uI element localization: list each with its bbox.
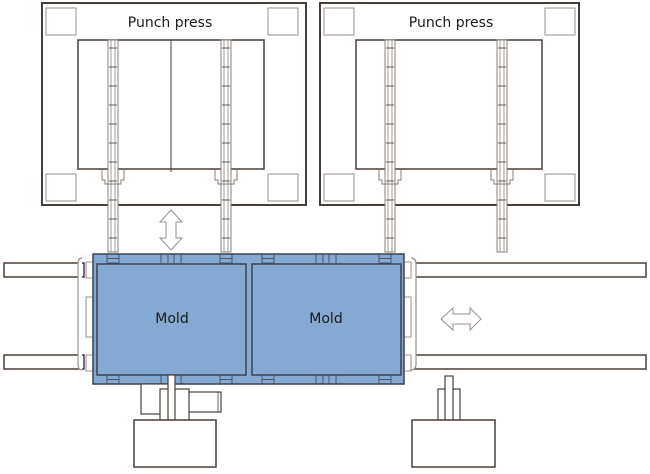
corner-block [544, 173, 576, 202]
right-bracket [410, 257, 417, 371]
guide-ladders [101, 39, 514, 253]
corner-block [267, 173, 299, 202]
ladder-guide [214, 39, 238, 253]
cylinder-actuator-right [411, 375, 496, 468]
left-bracket [77, 257, 83, 371]
ladder-guide [101, 39, 125, 253]
punch-press-1: Punch press [41, 2, 307, 206]
corner-block [45, 173, 77, 202]
actuator-rod [444, 375, 454, 422]
mold-clamp [261, 253, 275, 264]
mold-carrier: Mold Mold [77, 253, 417, 385]
actuator-base [133, 419, 217, 468]
corner-block [323, 7, 355, 36]
mold-clamp [219, 253, 233, 264]
mold-clamp [106, 253, 120, 264]
ladder-guide [490, 39, 514, 253]
press-label: Punch press [128, 15, 213, 31]
bracket-tab [403, 354, 412, 372]
actuator-base [411, 419, 496, 468]
bracket-tab [85, 354, 94, 372]
actuator-motor [187, 391, 222, 413]
mold-clamp [160, 254, 182, 263]
ladder-clamp [101, 170, 125, 185]
mold-label: Mold [309, 311, 342, 327]
corner-block [267, 7, 299, 36]
up-down-arrow-icon [158, 209, 184, 251]
press-bed [355, 39, 543, 170]
bracket-tab [403, 261, 412, 279]
mold-label: Mold [155, 311, 188, 327]
ladder-clamp [214, 170, 238, 185]
left-right-arrow-icon [440, 306, 482, 332]
corner-block [45, 7, 77, 36]
cylinder-actuator-left [133, 374, 222, 468]
corner-block [323, 173, 355, 202]
press-label: Punch press [409, 15, 494, 31]
ladder-clamp [378, 170, 402, 185]
corner-block [544, 7, 576, 36]
rail-right-bottom [413, 354, 647, 370]
ladder-rail [220, 39, 232, 253]
bracket-tab [85, 261, 94, 279]
ladder-guide [378, 39, 402, 253]
bracket-tab [85, 296, 94, 338]
bracket-tab [403, 296, 412, 338]
rail-right [413, 262, 647, 370]
punch-press-2: Punch press [319, 2, 580, 206]
mold-1 [96, 263, 247, 376]
rail-left [3, 262, 85, 370]
mold-2 [251, 263, 402, 376]
rail-right-top [413, 262, 647, 278]
mold-clamp [315, 375, 337, 384]
ladder-rail [107, 39, 119, 253]
ladder-rail [384, 39, 396, 253]
rail-left-bottom [3, 354, 85, 370]
ladder-clamp [490, 170, 514, 185]
actuator-rod [167, 374, 176, 422]
rail-left-top [3, 262, 85, 278]
mold-clamp [378, 253, 392, 264]
mold-clamp [315, 254, 337, 263]
ladder-rail [496, 39, 508, 253]
